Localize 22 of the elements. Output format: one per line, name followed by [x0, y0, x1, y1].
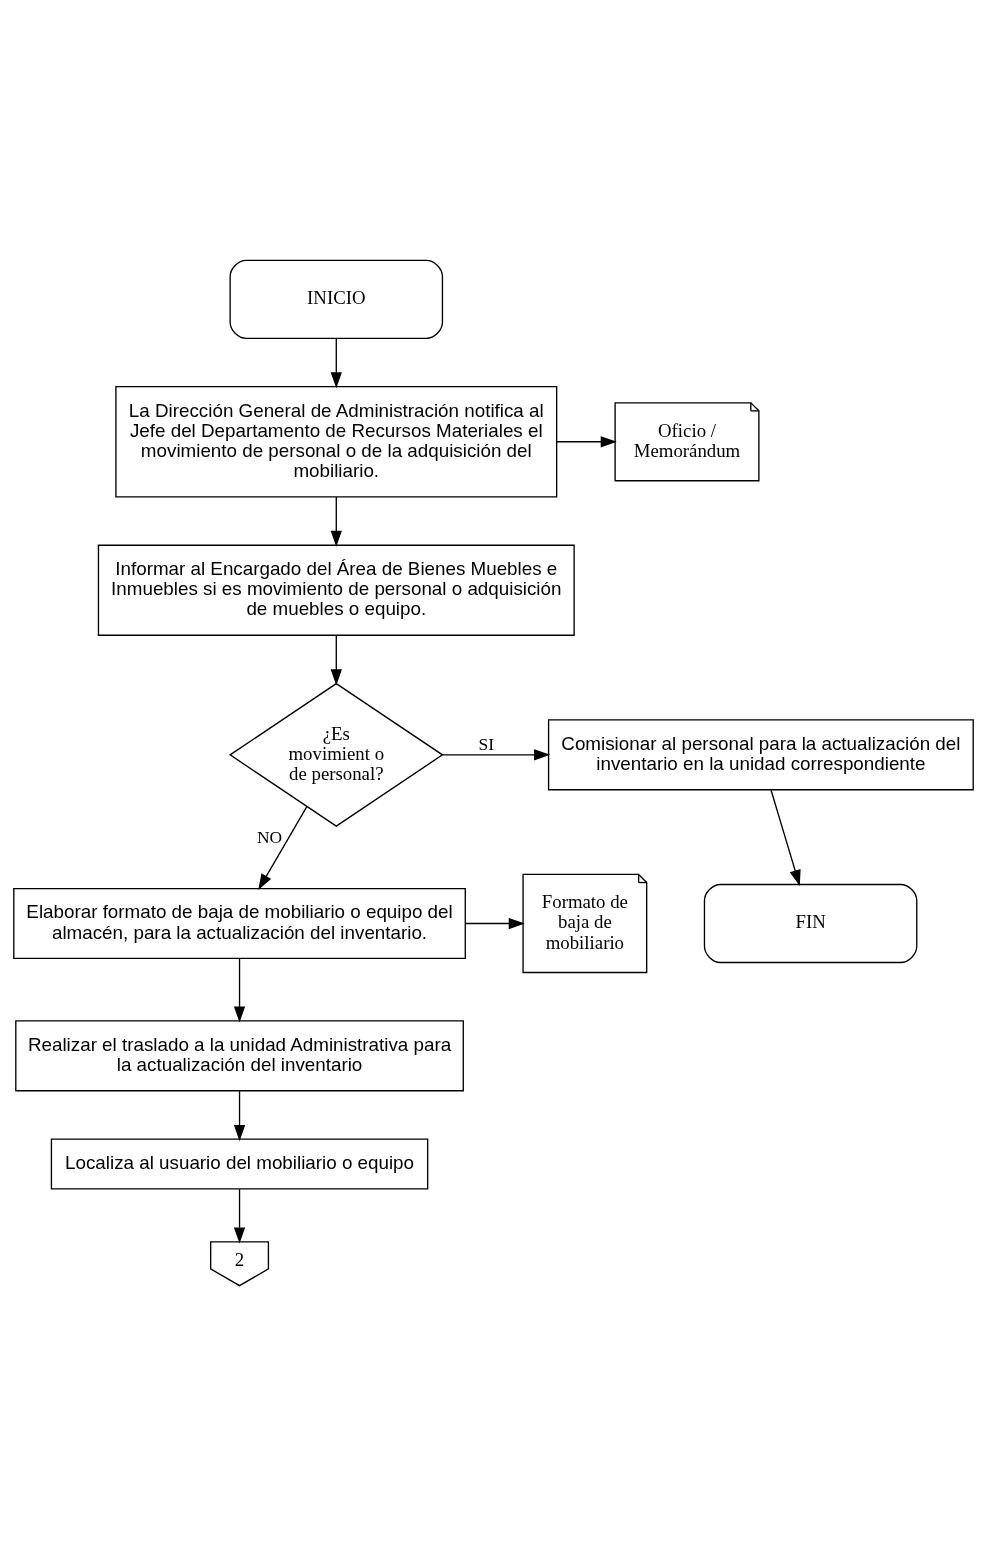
node-box: Elaborar formato de baja de mobiliario o equipo del almacén, para la actualización del inventario. — [13, 887, 466, 959]
edge-label: SI — [478, 733, 494, 754]
node-box: FIN — [703, 883, 918, 963]
arrow — [233, 1188, 246, 1244]
arrow — [441, 748, 551, 760]
arrow — [330, 634, 342, 685]
arrow — [770, 789, 801, 886]
node-box: Comisionar al personal para la actualización del inventario en la unidad correspondiente — [547, 718, 974, 790]
arrow — [330, 337, 342, 388]
node-diamond: ¿Es movimient o de personal? — [228, 682, 444, 827]
edge-label: NO — [256, 826, 283, 847]
arrow — [330, 495, 342, 547]
node-box: Localiza al usuario del mobiliario o equipo — [50, 1138, 429, 1190]
arrow — [464, 917, 525, 929]
node-box: Informar al Encargado del Área de Bienes Muebles e Inmuebles si es movimiento de personal o adquisición de muebles o equipo. — [97, 544, 575, 636]
arrow — [258, 805, 308, 890]
arrow — [233, 957, 246, 1023]
node-box: La Dirección General de Administración notifica al Jefe del Departamento de Recursos Materiales el movimiento de personal o de la adquisición del mobiliario. — [115, 385, 558, 498]
node-box: Realizar el traslado a la unidad Administrativa para la actualización del inventario — [15, 1019, 464, 1091]
arrow — [556, 435, 617, 447]
arrow — [233, 1090, 246, 1141]
node-box: INICIO — [229, 259, 444, 339]
